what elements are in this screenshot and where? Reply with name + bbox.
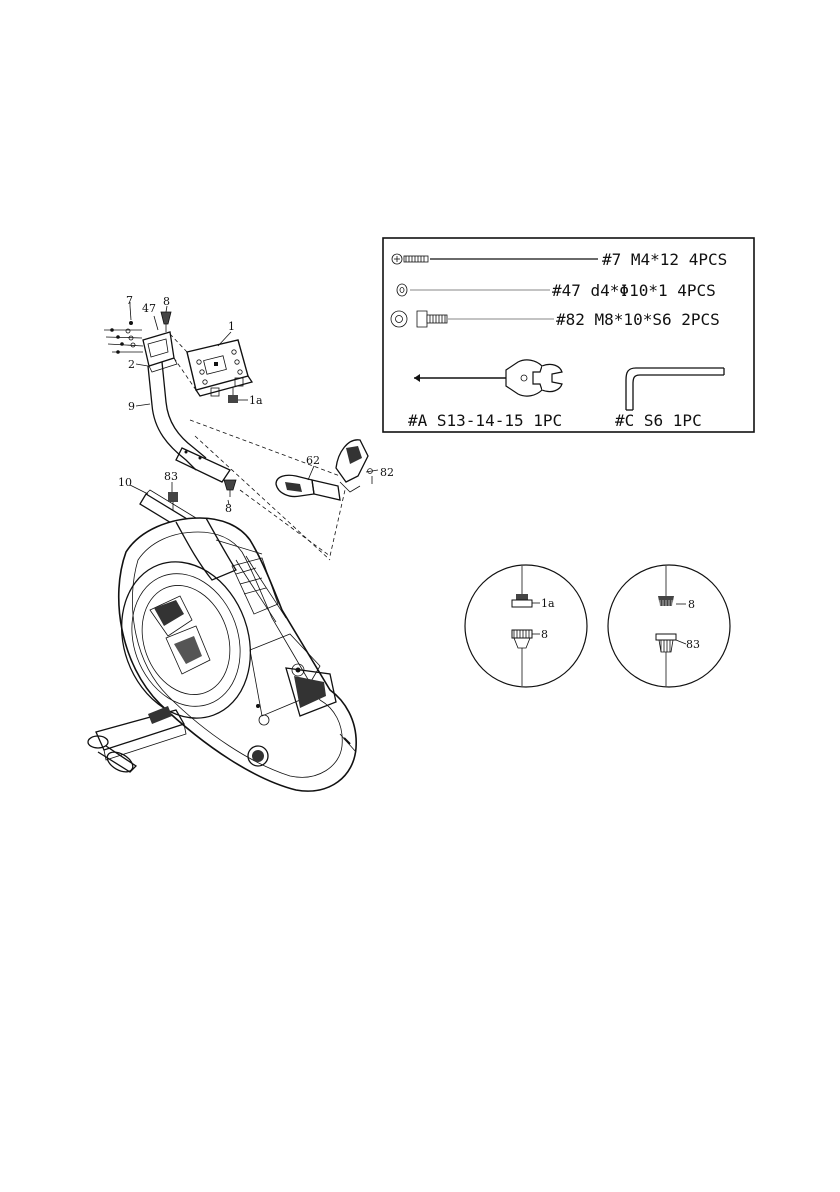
detail-left-top-label: 1a bbox=[541, 597, 555, 610]
callout-62: 62 bbox=[306, 454, 320, 467]
hardware-label-A: #A S13-14-15 1PC bbox=[408, 411, 562, 430]
hardware-label-47: #47 d4*Φ10*1 4PCS bbox=[552, 281, 716, 300]
knob-8-top-icon bbox=[161, 312, 171, 332]
knob-83-icon bbox=[168, 492, 178, 510]
callout-10: 10 bbox=[118, 476, 132, 489]
main-frame bbox=[100, 518, 356, 791]
callout-7: 7 bbox=[126, 294, 133, 307]
callout-82: 82 bbox=[380, 466, 394, 479]
hardware-label-7: #7 M4*12 4PCS bbox=[602, 250, 727, 269]
callout-83: 83 bbox=[164, 470, 178, 483]
callout-9: 9 bbox=[128, 400, 135, 413]
detail-circle-left: 1a 8 bbox=[465, 565, 587, 687]
detail-right-bottom-label: 83 bbox=[686, 638, 700, 651]
hardware-label-C: #C S6 1PC bbox=[615, 411, 702, 430]
detail-circle-right: 8 83 bbox=[608, 565, 730, 687]
callout-47: 47 bbox=[142, 302, 156, 315]
callout-2: 2 bbox=[128, 358, 135, 371]
hardware-box: #7 M4*12 4PCS #47 d4*Φ10*1 4PCS #82 M8*1… bbox=[383, 238, 754, 432]
front-stabilizer bbox=[88, 706, 186, 776]
screws-group bbox=[104, 306, 143, 354]
handlebar-62 bbox=[276, 440, 378, 500]
callout-8-top: 8 bbox=[163, 295, 170, 308]
exploded-assembly: 7 47 8 1 2 1a 9 62 82 83 10 8 bbox=[88, 294, 394, 791]
detail-left-bottom-label: 8 bbox=[541, 628, 548, 641]
callout-1a: 1a bbox=[249, 394, 263, 407]
callout-8-mid: 8 bbox=[225, 502, 232, 515]
callout-1: 1 bbox=[228, 320, 235, 333]
connector-1a-icon bbox=[228, 387, 248, 403]
detail-right-top-label: 8 bbox=[688, 598, 695, 611]
knob-8-mid-icon bbox=[224, 480, 236, 497]
console-monitor bbox=[187, 340, 252, 396]
hardware-label-82: #82 M8*10*S6 2PCS bbox=[556, 310, 720, 329]
